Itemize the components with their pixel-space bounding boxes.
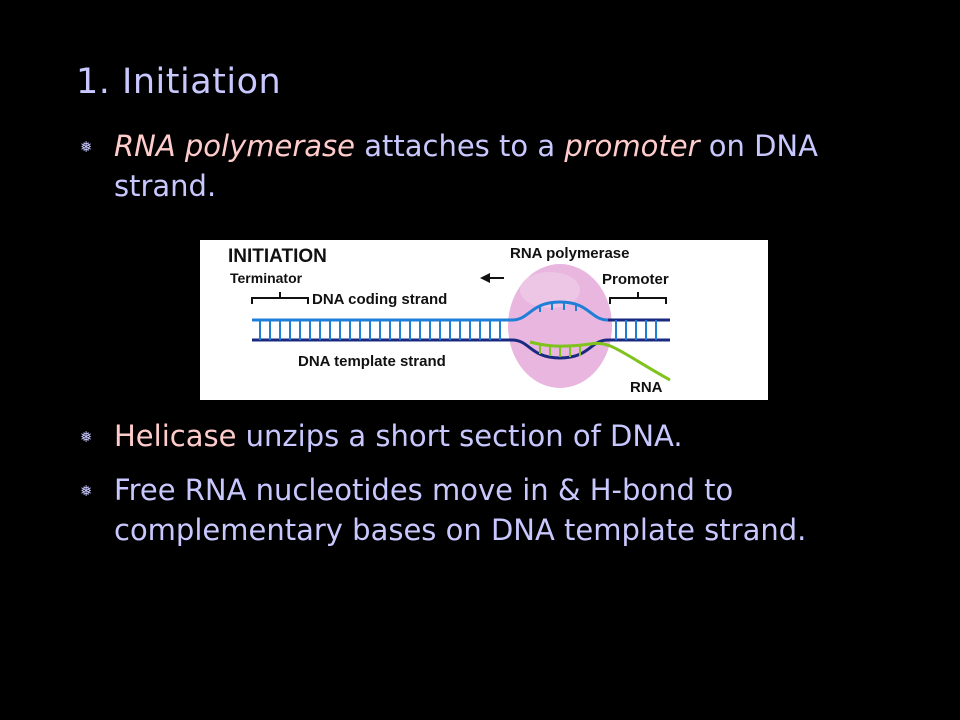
snowflake-bullet-icon: ❅ [80, 482, 93, 500]
terminator-label: Terminator [230, 270, 303, 286]
initiation-diagram-svg: INITIATION Terminator DNA coding strand … [228, 245, 671, 396]
rna-base-pairs [539, 344, 581, 357]
polymerase-label: RNA polymerase [510, 245, 630, 262]
coding-strand-bubble [511, 300, 609, 322]
coding-strand-label: DNA coding strand [312, 291, 447, 308]
slide-title: 1. Initiation [76, 62, 282, 102]
term-helicase: Helicase [114, 419, 237, 453]
bullet-1-text-b: on DNA strand. [114, 129, 818, 203]
term-rna-polymerase: RNA polymerase [114, 129, 356, 163]
terminator-bracket [251, 292, 309, 304]
base-pairs-right [615, 320, 657, 340]
bullet-text-1: RNA polymerase attaches to a promoter on… [114, 126, 914, 206]
rna-label: RNA [630, 379, 663, 396]
promoter-bracket [609, 292, 667, 304]
bullet-text-2: Helicase unzips a short section of DNA. [114, 416, 914, 456]
bullet-2-text: unzips a short section of DNA. [236, 419, 683, 453]
initiation-diagram: INITIATION Terminator DNA coding strand … [200, 240, 768, 400]
template-strand-label: DNA template strand [298, 353, 446, 370]
bullet-item-2: ❅ Helicase unzips a short section of DNA… [80, 416, 914, 456]
bullet-text-3: Free RNA nucleotides move in & H-bond to… [114, 473, 807, 547]
bullet-1-text-a: attaches to a [355, 129, 565, 163]
snowflake-bullet-icon: ❅ [80, 138, 93, 156]
snowflake-bullet-icon: ❅ [80, 428, 93, 446]
term-promoter: promoter [564, 129, 700, 163]
bullet-item-3: ❅ Free RNA nucleotides move in & H-bond … [80, 470, 914, 550]
arrow-head-icon [480, 273, 490, 283]
diagram-heading: INITIATION [228, 246, 327, 267]
promoter-label: Promoter [602, 271, 669, 288]
polymerase-highlight [520, 272, 580, 308]
base-pairs-left [259, 320, 501, 340]
bubble-coding-bases [539, 303, 577, 312]
rna-strand [529, 340, 671, 382]
bullet-item-1: ❅ RNA polymerase attaches to a promoter … [80, 126, 914, 206]
